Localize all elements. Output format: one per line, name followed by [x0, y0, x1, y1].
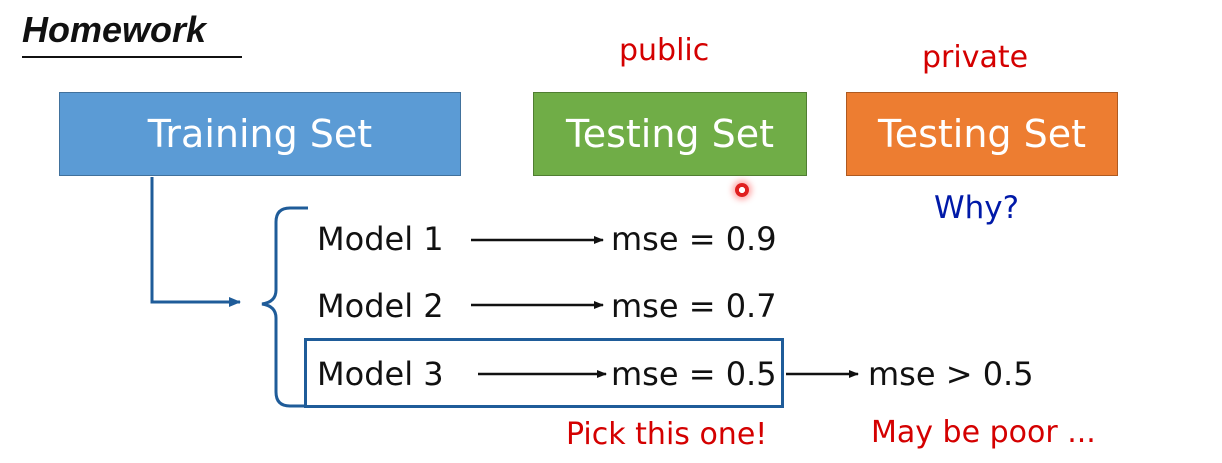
why-label: Why? [934, 190, 1020, 226]
training-set-box: Training Set [59, 92, 461, 176]
model-1-label: Model 1 [317, 220, 444, 258]
model-2-mse: mse = 0.7 [611, 287, 777, 325]
public-testing-set-label: Testing Set [565, 112, 775, 156]
may-be-poor-label: May be poor ... [871, 415, 1096, 450]
training-connector-arrow [150, 177, 241, 307]
title-underline [22, 56, 242, 58]
model-bracket [261, 206, 308, 408]
selected-model-box [304, 338, 784, 408]
pick-this-one-label: Pick this one! [566, 417, 768, 452]
page-title: Homework [22, 9, 207, 50]
public-testing-set-box: Testing Set [533, 92, 807, 176]
model-1-mse: mse = 0.9 [611, 220, 777, 258]
private-testing-set-label: Testing Set [877, 112, 1087, 156]
private-mse-result: mse > 0.5 [868, 355, 1034, 393]
model-3-label: Model 3 [317, 355, 444, 393]
private-testing-set-box: Testing Set [846, 92, 1118, 176]
public-label: public [619, 33, 710, 68]
pointer-dot [735, 183, 749, 197]
training-set-label: Training Set [147, 112, 373, 156]
model-3-mse: mse = 0.5 [611, 355, 777, 393]
model-2-label: Model 2 [317, 287, 444, 325]
private-label: private [922, 40, 1029, 75]
